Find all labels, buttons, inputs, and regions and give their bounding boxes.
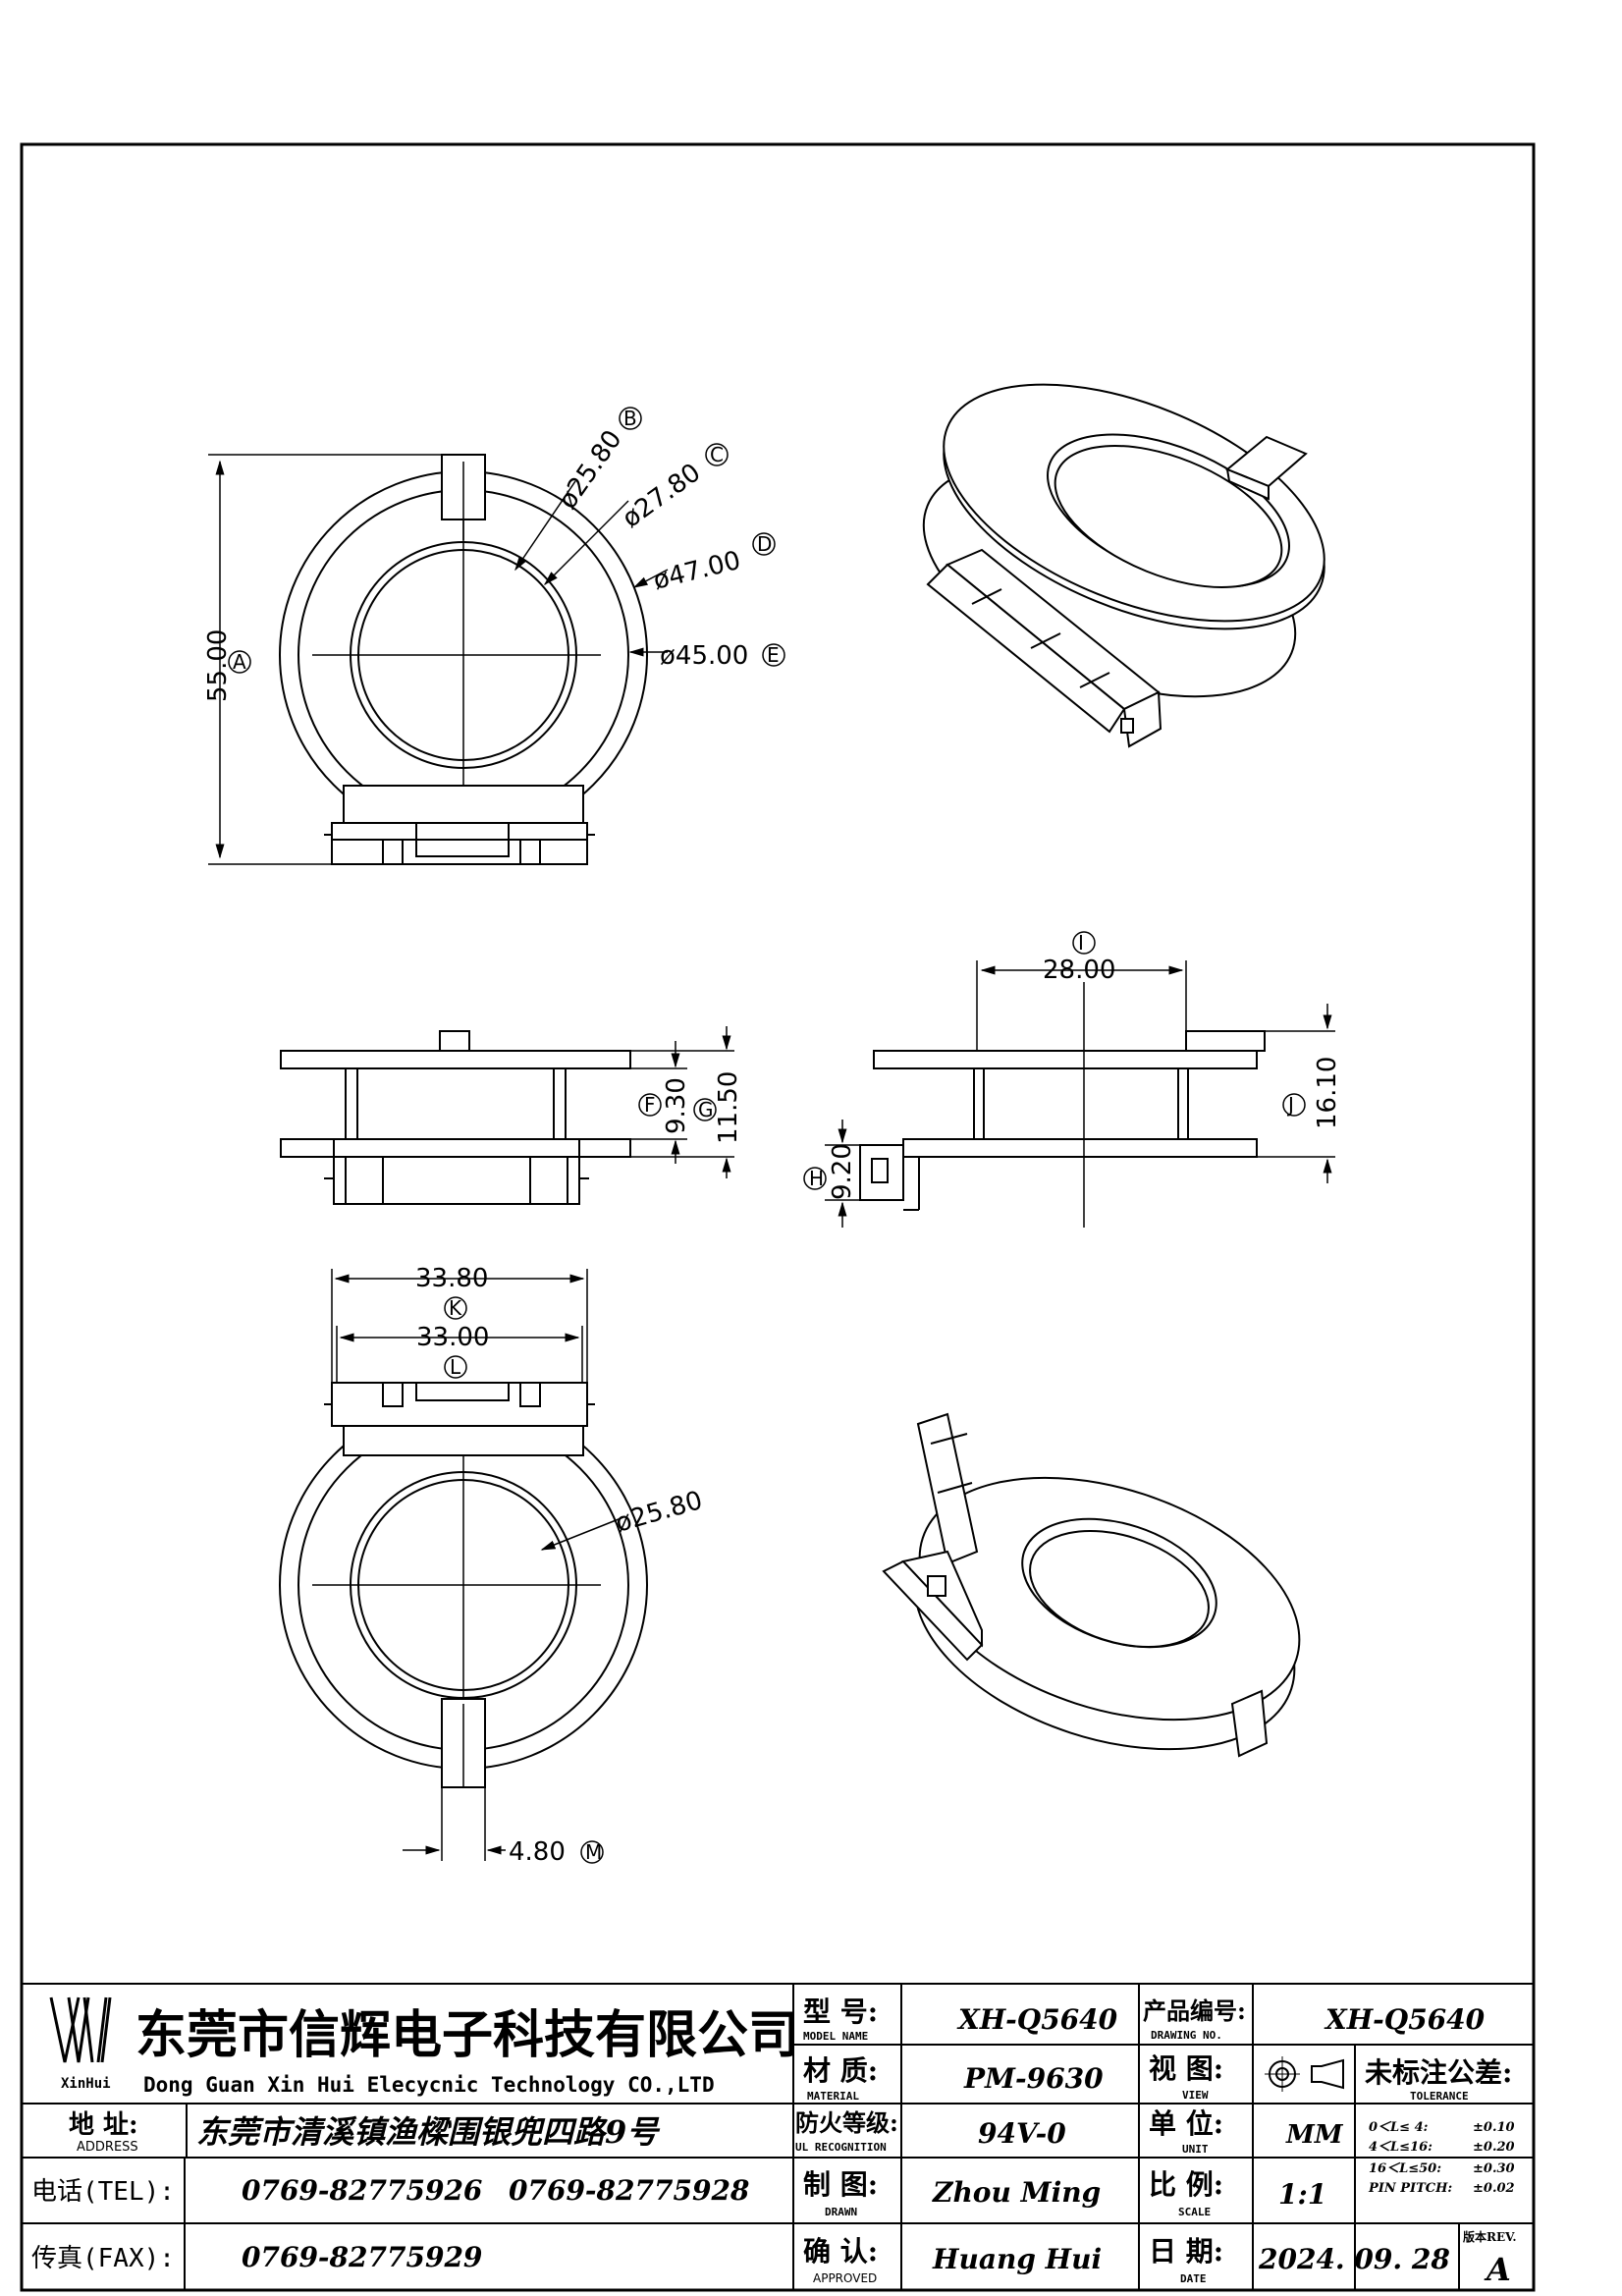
drawing-no-label: 产品编号: [1143,1996,1246,2025]
unit-label: 单 位: [1149,2107,1223,2140]
tag-k: K [449,1296,462,1320]
flame-label: 防火等级: [795,2108,898,2137]
tolerance-range-2: 4＜L≤16: [1369,2140,1433,2155]
tag-l: L [450,1355,461,1379]
dim-9-20: 9.20 [828,1143,857,1200]
company-logo [49,1996,112,2063]
approved-label: 确 认: [803,2235,878,2268]
dim-d25-80-bottom: ø25.80 [613,1486,706,1539]
scale-label: 比 例: [1149,2168,1223,2201]
address-value: 东莞市清溪镇渔樑围银兜四路9号 [196,2113,661,2151]
side-view-left-dimensions [630,1026,734,1178]
tolerance-value-1: ±0.10 [1473,2120,1515,2135]
view-label: 视 图: [1149,2052,1223,2085]
flame-value: 94V-0 [978,2117,1066,2150]
tag-i: I [1078,931,1084,955]
model-value: XH-Q5640 [956,2003,1118,2036]
address-label-en: ADDRESS [77,2140,138,2155]
dim-d27-80: ø27.80 [617,458,706,533]
isometric-view-bottom [882,1412,1301,1758]
logo-text: XinHui [61,2076,111,2092]
title-block-grid [22,1983,1534,2290]
company-name-cn: 东莞市信辉电子科技有限公司 [135,2005,799,2065]
tag-c: C [710,443,724,466]
tolerance-value-3: ±0.30 [1473,2161,1515,2176]
first-angle-projection-icon [1265,2056,1344,2092]
model-label: 型 号: [803,1995,878,2028]
tolerance-value-4: ±0.02 [1473,2181,1515,2196]
front-view [279,454,648,865]
view-label-en: VIEW [1182,2089,1209,2102]
bottom-view [279,1382,648,1788]
drawing-no-value: XH-Q5640 [1324,2003,1486,2036]
height-dim-55: 55.00 [203,629,233,702]
front-view-dimensions [208,407,785,865]
approved-value: Huang Hui [932,2243,1102,2275]
scale-label-en: SCALE [1178,2206,1211,2218]
tolerance-range-3: 16＜L≤50: [1369,2161,1441,2176]
approved-label-en: APPROVED [813,2271,877,2285]
dim-33-80: 33.80 [415,1264,488,1293]
dim-16-10: 16.10 [1313,1057,1342,1129]
tag-m: M [585,1840,602,1864]
tag-e: E [767,643,780,667]
material-label-en: MATERIAL [807,2090,859,2103]
side-view-right [859,982,1266,1228]
drawing-frame [20,142,1536,2292]
tel-value-2: 0769-82775928 [509,2174,749,2207]
tag-h: H [809,1167,824,1190]
model-label-en: MODEL NAME [803,2030,868,2043]
side-view-left [280,1030,631,1205]
dim-11-50: 11.50 [714,1071,743,1144]
isometric-view-top [922,383,1325,748]
rev-value: A [1484,2251,1511,2288]
tel-value-1: 0769-82775926 [242,2174,482,2207]
drawn-label-en: DRAWN [825,2206,857,2218]
date-value: 2024. 09. 28 [1258,2243,1450,2275]
flame-label-en: UL RECOGNITION [795,2141,887,2154]
tolerance-label: 未标注公差: [1365,2056,1512,2089]
unit-label-en: UNIT [1182,2143,1209,2156]
tolerance-range-1: 0＜L≤ 4: [1369,2120,1429,2135]
tolerance-label-en: TOLERANCE [1410,2090,1469,2103]
unit-value: MM [1285,2120,1344,2150]
tel-label: 电话(TEL): [31,2177,175,2207]
dim-d25-80: ø25.80 [553,425,627,515]
drawn-label: 制 图: [803,2168,878,2201]
dim-33-00: 33.00 [416,1323,489,1352]
tag-b: B [623,407,637,430]
dim-4-80: 4.80 [509,1837,566,1867]
tag-g: G [698,1098,714,1121]
dim-d47-00: ø47.00 [650,546,743,596]
bottom-view-dimensions [331,1269,624,1864]
dim-d45-00: ø45.00 [660,641,748,671]
tag-d: D [757,532,772,556]
tag-a: A [233,650,246,674]
rev-label: 版本REV. [1463,2229,1517,2244]
date-label: 日 期: [1149,2235,1223,2268]
tag-f: F [644,1093,656,1117]
fax-label: 传真(FAX): [31,2244,175,2273]
company-name-en: Dong Guan Xin Hui Elecycnic Technology C… [143,2073,715,2097]
scale-value: 1:1 [1278,2178,1326,2211]
dim-28-00: 28.00 [1043,956,1115,985]
date-label-en: DATE [1180,2272,1207,2285]
drawing-no-label-en: DRAWING NO. [1151,2029,1222,2042]
side-view-right-dimensions [803,931,1335,1228]
material-label: 材 质: [803,2054,878,2087]
fax-value: 0769-82775929 [242,2241,482,2273]
tag-j: J [1286,1093,1294,1117]
material-value: PM-9630 [963,2062,1104,2095]
drawn-value: Zhou Ming [932,2176,1101,2209]
tolerance-value-2: ±0.20 [1473,2140,1515,2155]
tolerance-range-4: PIN PITCH: [1368,2181,1452,2196]
dim-9-30: 9.30 [662,1077,691,1134]
address-label: 地 址: [69,2110,138,2140]
